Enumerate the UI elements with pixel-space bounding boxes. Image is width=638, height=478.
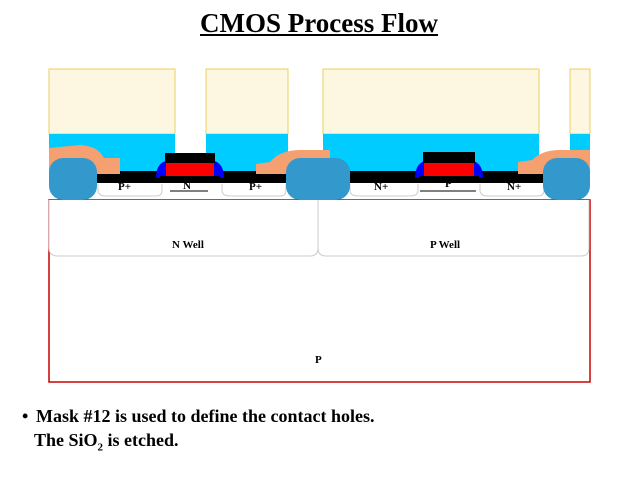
- p-well: [317, 200, 590, 257]
- bullet-text-line-1: • Mask #12 is used to define the contact …: [22, 404, 375, 428]
- field-oxide-left: [49, 158, 97, 200]
- label-p-channel: P: [445, 178, 452, 190]
- pmos-poly-gate: [166, 162, 214, 176]
- field-oxide-mid: [286, 158, 350, 200]
- bullet-text-line-2: The SiO2 is etched.: [34, 428, 179, 460]
- label-n-channel: N: [183, 180, 191, 192]
- bullet-symbol: •: [22, 406, 29, 426]
- p-plus-region-left: [97, 184, 163, 197]
- pmos-gate-oxide: [160, 176, 220, 180]
- field-oxide-right: [543, 158, 590, 200]
- n-plus-region-left: [349, 184, 419, 197]
- label-p-plus-left: P+: [118, 181, 131, 193]
- n-plus-region-right: [479, 184, 545, 197]
- bullet-line-2-post: is etched.: [103, 430, 179, 450]
- bullet-line-1-text: Mask #12 is used to define the contact h…: [36, 406, 375, 426]
- bullet-line-2-sub: 2: [97, 441, 104, 454]
- label-p-well: P Well: [430, 239, 460, 251]
- bullet-line-2-pre: The SiO: [34, 430, 98, 450]
- label-p-plus-right: P+: [249, 181, 262, 193]
- label-substrate: P: [315, 354, 322, 366]
- photoresist-block-2: [205, 68, 289, 135]
- page-title: CMOS Process Flow: [200, 8, 438, 38]
- nmos-poly-gate: [424, 162, 474, 176]
- pmos-gate-cap: [165, 153, 215, 163]
- nmos-gate-oxide: [419, 176, 479, 180]
- photoresist-block-3: [322, 68, 540, 135]
- label-n-plus-left: N+: [374, 181, 388, 193]
- n-well: [48, 200, 319, 257]
- label-n-plus-right: N+: [507, 181, 521, 193]
- photoresist-block-4: [569, 68, 591, 135]
- nmos-gate-cap: [423, 152, 475, 163]
- photoresist-block-1: [48, 68, 176, 135]
- label-n-well: N Well: [172, 239, 204, 251]
- p-plus-region-right: [221, 184, 287, 197]
